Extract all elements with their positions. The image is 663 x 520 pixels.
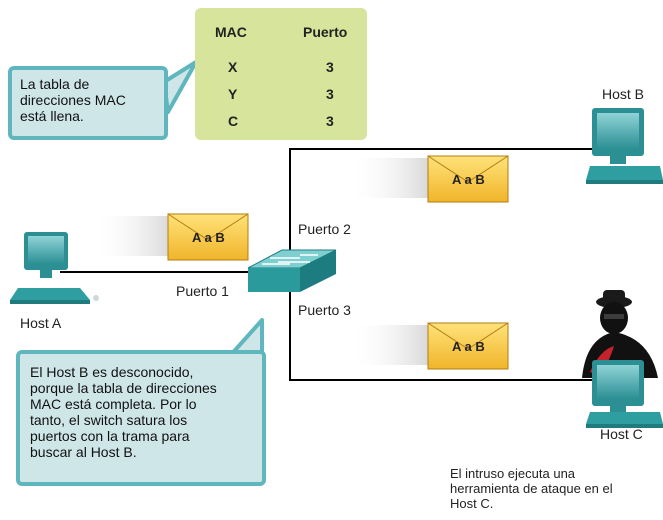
frame-envelope-3 xyxy=(427,322,509,370)
link-switch-host-b xyxy=(289,148,600,255)
mac-cell-row2: Y xyxy=(228,86,238,102)
host-a-computer-icon[interactable] xyxy=(10,232,99,304)
callout-table-full-line3: está llena. xyxy=(20,108,84,124)
mac-address-table: MAC Puerto X 3 Y 3 C 3 xyxy=(195,8,367,140)
intruder-note: El intruso ejecuta una herramienta de at… xyxy=(450,466,613,511)
frame-2-label: A a B xyxy=(452,172,485,187)
mac-cell-row1: X xyxy=(228,59,238,75)
callout-unknown-line5: puertos con la trama para xyxy=(30,428,190,444)
callout-unknown-line2: porque la tabla de direcciones xyxy=(30,380,217,396)
host-a-label: Host A xyxy=(20,315,62,331)
mac-column-header: MAC xyxy=(215,24,247,40)
callout-unknown-host: El Host B es desconocido, porque la tabl… xyxy=(16,350,266,486)
link-switch-host-c xyxy=(289,285,600,381)
callout-table-full-line1: La tabla de xyxy=(20,76,90,92)
mac-cell-row3: C xyxy=(228,113,239,129)
callout-unknown-line4: tanto, el switch satura los xyxy=(30,412,188,428)
callout-pointer-table xyxy=(162,60,198,114)
intruder-note-line1: El intruso ejecuta una xyxy=(450,466,576,481)
port-column-header: Puerto xyxy=(303,24,348,40)
callout-table-full-line2: direcciones MAC xyxy=(20,92,126,108)
callout-unknown-line6: buscar al Host B. xyxy=(30,444,137,460)
motion-streaks xyxy=(92,158,428,365)
port-cell-row2: 3 xyxy=(326,86,334,102)
frame-1-label: A a B xyxy=(192,230,225,245)
intruder-note-line2: herramienta de ataque en el xyxy=(450,481,613,496)
port-3-label: Puerto 3 xyxy=(298,302,351,318)
host-b-label: Host B xyxy=(602,86,645,102)
host-c-label: Host C xyxy=(600,426,643,442)
frame-3-label: A a B xyxy=(452,339,485,354)
frame-envelope-1 xyxy=(167,213,249,261)
port-1-label: Puerto 1 xyxy=(176,283,229,299)
host-c-computer-icon[interactable] xyxy=(586,360,663,428)
port-2-label: Puerto 2 xyxy=(298,221,351,237)
callout-unknown-line1: El Host B es desconocido, xyxy=(30,364,194,380)
port-cell-row1: 3 xyxy=(326,59,334,75)
callout-table-full: La tabla de direcciones MAC está llena. xyxy=(8,66,168,140)
port-cell-row3: 3 xyxy=(326,113,334,129)
host-b-computer-icon[interactable] xyxy=(586,108,663,184)
switch-icon[interactable] xyxy=(247,249,337,292)
intruder-note-line3: Host C. xyxy=(450,496,494,511)
frame-envelope-2 xyxy=(427,155,509,203)
callout-unknown-line3: MAC está completa. Por lo xyxy=(30,396,197,412)
